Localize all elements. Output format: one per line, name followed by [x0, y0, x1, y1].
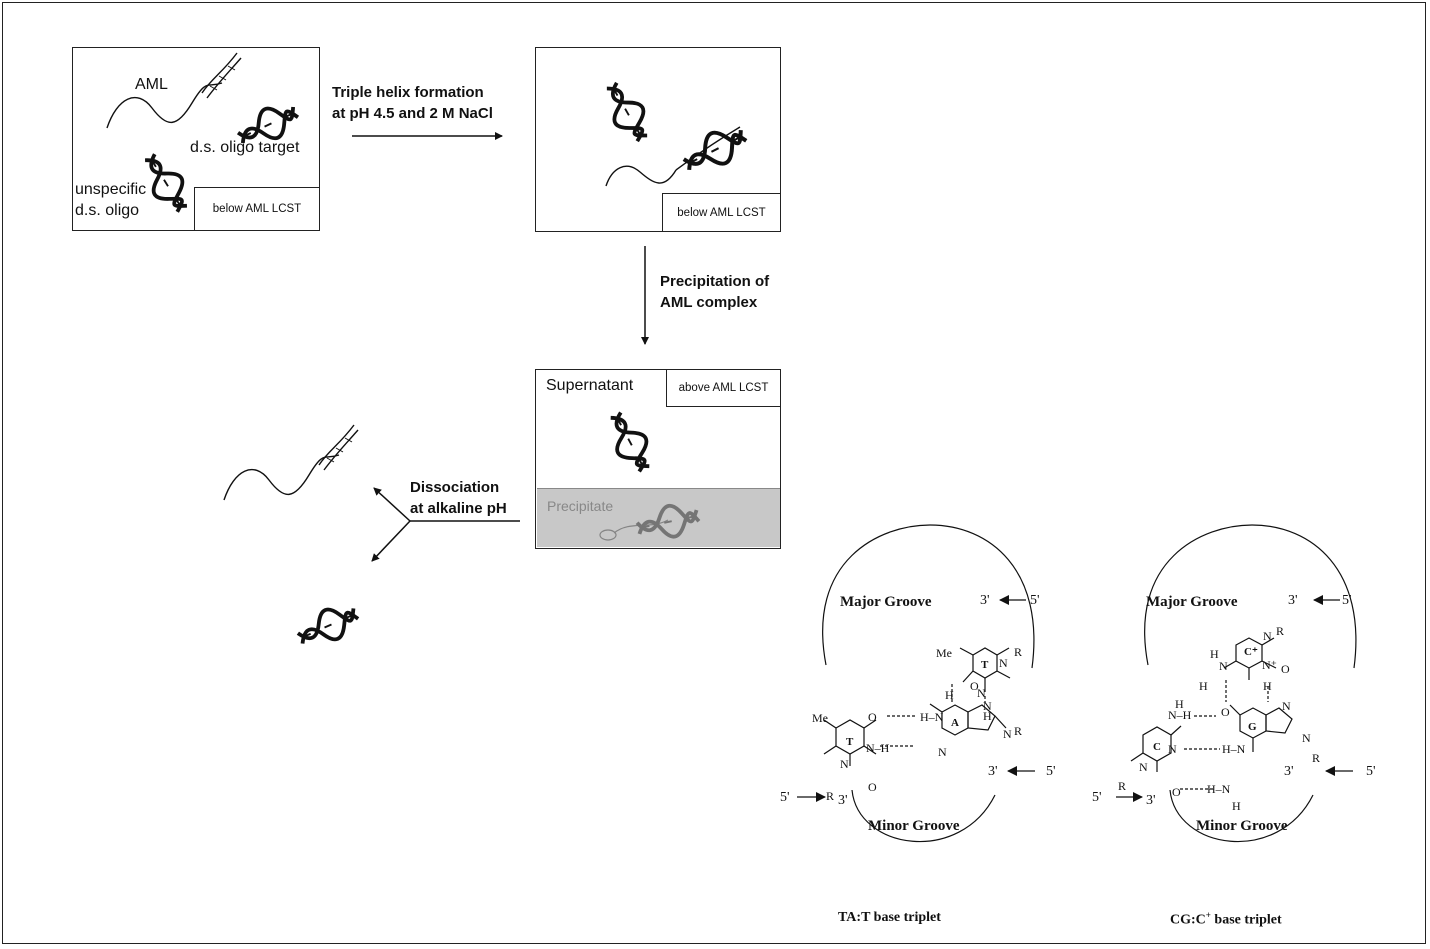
- step1-label-line2: at pH 4.5 and 2 M NaCl: [332, 105, 493, 122]
- svg-text:N: N: [1139, 760, 1148, 774]
- cg-c-end-right-3: 3': [1284, 764, 1294, 779]
- svg-text:N: N: [1168, 742, 1177, 756]
- cg-c-end-left-3: 3': [1146, 793, 1156, 808]
- precipitate-label: Precipitate: [547, 498, 614, 514]
- svg-text:Me: Me: [936, 646, 952, 660]
- cg-c-end-left-5: 5': [1092, 790, 1102, 805]
- ta-t-end-right-5: 5': [1046, 764, 1056, 779]
- svg-text:N: N: [840, 757, 849, 771]
- svg-text:R: R: [1118, 779, 1126, 793]
- unspecific-dsdna-icon: [134, 147, 198, 219]
- svg-text:R: R: [1276, 624, 1284, 638]
- svg-text:H: H: [1210, 647, 1219, 661]
- svg-text:O: O: [1281, 662, 1290, 676]
- svg-text:N: N: [938, 745, 947, 759]
- svg-text:C: C: [1153, 741, 1161, 753]
- cg-c-caption-main: CG:C: [1170, 912, 1206, 928]
- ta-t-end-top-3: 3': [980, 593, 990, 608]
- svg-text:H: H: [1263, 679, 1272, 693]
- svg-text:R: R: [1014, 724, 1022, 738]
- aml-triplex-complex-icon: [605, 118, 754, 187]
- step2-label-line1: Precipitation of: [660, 273, 770, 290]
- target-oligo-label: d.s. oligo target: [190, 139, 300, 156]
- svg-text:N: N: [1219, 659, 1228, 673]
- svg-text:N: N: [1302, 731, 1311, 745]
- svg-text:H: H: [1175, 697, 1184, 711]
- step2-label-line2: AML complex: [660, 294, 758, 311]
- svg-text:O: O: [868, 780, 877, 794]
- ta-t-end-left-3: 3': [838, 793, 848, 808]
- svg-text:C⁺: C⁺: [1244, 646, 1258, 658]
- ta-t-caption: TA:T base triplet: [838, 910, 941, 925]
- step3-label-line2: at alkaline pH: [410, 500, 507, 517]
- cg-c-major-groove-label: Major Groove: [1146, 594, 1238, 610]
- released-aml-icon: [223, 424, 359, 501]
- svg-text:N–H: N–H: [866, 741, 890, 755]
- svg-text:O: O: [970, 679, 979, 693]
- svg-text:H: H: [983, 709, 992, 723]
- svg-text:R: R: [1312, 751, 1320, 765]
- svg-text:T: T: [981, 659, 989, 671]
- svg-text:R: R: [826, 789, 834, 803]
- cg-c-caption-sup: +: [1205, 910, 1211, 920]
- svg-text:H: H: [1232, 799, 1241, 813]
- svg-text:H: H: [945, 688, 954, 702]
- temperature-tag: below AML LCST: [662, 193, 781, 232]
- ta-t-triplet-structure: [797, 524, 1035, 843]
- svg-text:R: R: [1014, 645, 1022, 659]
- svg-text:O: O: [1221, 705, 1230, 719]
- cg-c-minor-groove-label: Minor Groove: [1196, 818, 1288, 834]
- svg-text:N: N: [983, 699, 992, 713]
- released-dsdna-icon: [291, 597, 365, 655]
- supernatant-dsdna-icon: [599, 405, 661, 479]
- svg-text:N: N: [999, 656, 1008, 670]
- svg-text:N: N: [1263, 629, 1272, 643]
- supernatant-label: Supernatant: [546, 377, 634, 394]
- svg-text:N: N: [1282, 699, 1291, 713]
- svg-text:H–N: H–N: [1222, 742, 1246, 756]
- ta-t-major-groove-label: Major Groove: [840, 594, 932, 610]
- svg-text:N⁺: N⁺: [1262, 658, 1277, 672]
- unspecific-oligo-label-line2: d.s. oligo: [75, 202, 140, 219]
- ta-t-end-right-3: 3': [988, 764, 998, 779]
- svg-text:Me: Me: [812, 711, 828, 725]
- target-dsdna-icon: [231, 96, 305, 154]
- svg-text:N–H: N–H: [1168, 708, 1192, 722]
- svg-text:H–N: H–N: [1207, 782, 1231, 796]
- temperature-tag: above AML LCST: [666, 369, 781, 407]
- svg-text:O: O: [868, 710, 877, 724]
- unspecific-dsdna-icon: [596, 75, 658, 149]
- step3-dissociation-arrow: [371, 487, 520, 562]
- cg-c-atom-labels: H N C⁺ N⁺ R N O H H O H N–H C N H–N G N …: [1118, 624, 1320, 813]
- cg-c-end-top-3: 3': [1288, 593, 1298, 608]
- unspecific-oligo-label-line1: unspecific: [75, 181, 147, 198]
- precipitated-complex-icon: [599, 498, 703, 546]
- cg-c-triplet-structure: [1116, 524, 1357, 843]
- cg-c-end-right-5: 5': [1366, 764, 1376, 779]
- svg-text:H–N: H–N: [920, 710, 944, 724]
- temperature-tag: below AML LCST: [194, 187, 320, 231]
- svg-text:H: H: [1199, 679, 1208, 693]
- ta-t-minor-groove-label: Minor Groove: [868, 818, 960, 834]
- svg-text:N: N: [977, 686, 986, 700]
- svg-text:A: A: [951, 717, 959, 729]
- ta-t-end-top-5: 5': [1030, 593, 1040, 608]
- cg-c-caption-rest: base triplet: [1210, 912, 1282, 928]
- cg-c-caption: CG:C+ base triplet: [1170, 910, 1282, 929]
- step1-label-line1: Triple helix formation: [332, 84, 484, 101]
- svg-text:T: T: [846, 736, 854, 748]
- aml-label: AML: [135, 76, 168, 93]
- ta-t-atom-labels: Me T N R N O H H H–N A N N N R Me O T N–…: [812, 645, 1022, 803]
- svg-text:G: G: [1248, 721, 1257, 733]
- aml-polymer-icon: [106, 52, 242, 129]
- step3-label-line1: Dissociation: [410, 479, 500, 496]
- svg-text:O: O: [1172, 785, 1181, 799]
- svg-text:N: N: [1003, 727, 1012, 741]
- cg-c-end-top-5: 5': [1342, 593, 1352, 608]
- ta-t-end-left-5: 5': [780, 790, 790, 805]
